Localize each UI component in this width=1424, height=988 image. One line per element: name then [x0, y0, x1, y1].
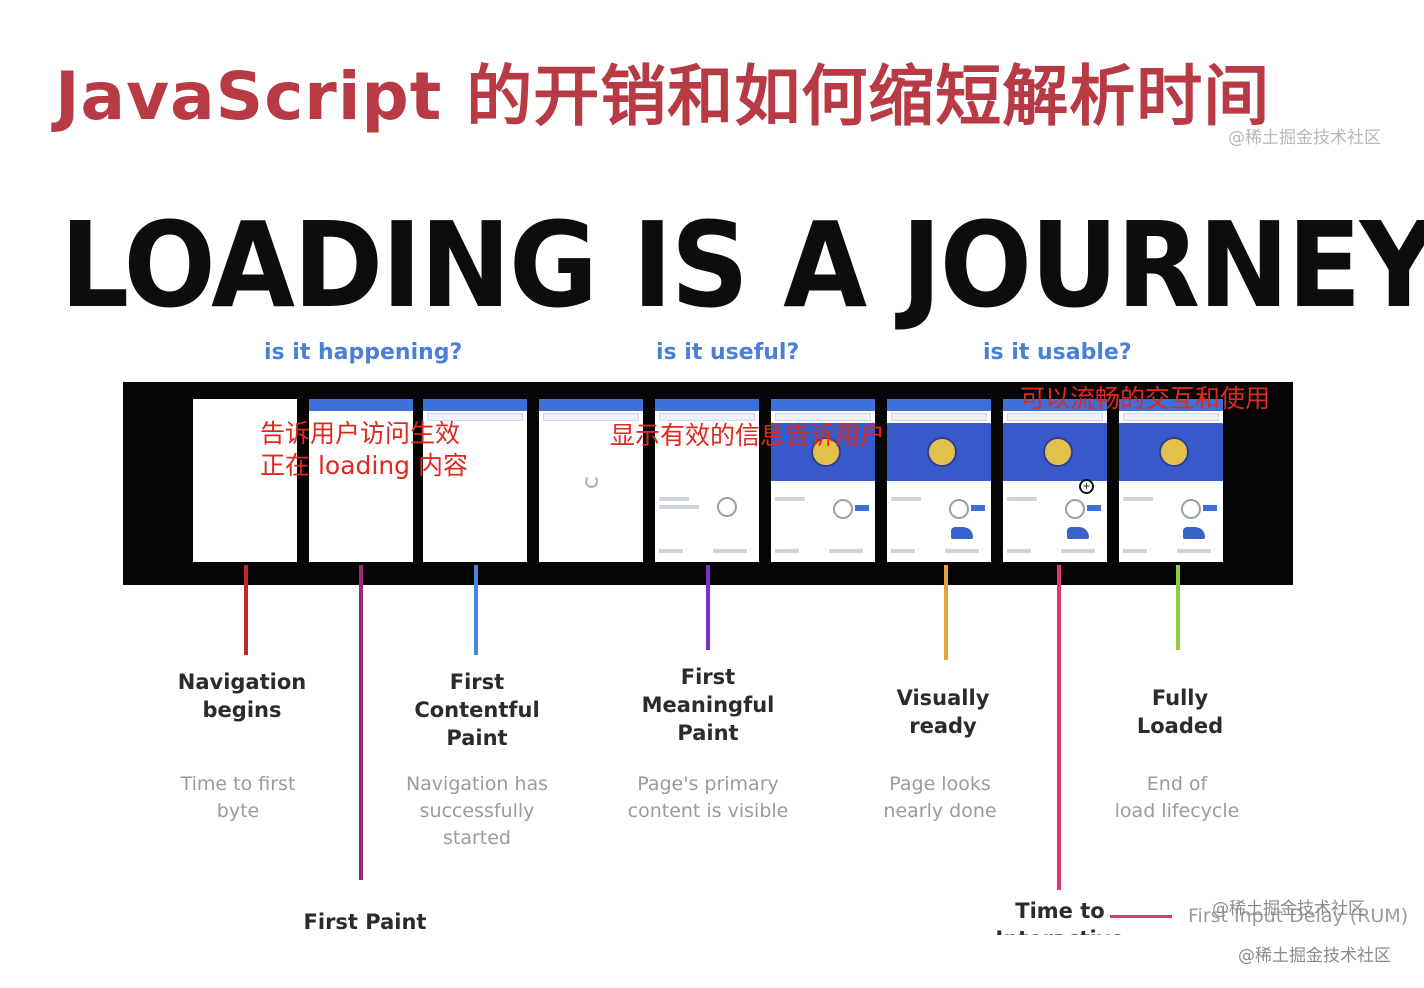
shoe-icon [951, 527, 973, 539]
tick-time-to-interactive [1057, 565, 1061, 890]
content-row [1123, 497, 1153, 501]
milestone-title-navigation-begins: Navigation begins [177, 670, 307, 722]
tick-first-meaningful-paint [706, 565, 710, 650]
frame-button [1203, 505, 1217, 511]
award-badge-icon [1159, 437, 1189, 467]
watermark-top: @稀土掘金技术社区 [1228, 128, 1381, 148]
frame-searchbar [1123, 413, 1219, 421]
frame-searchbar [427, 413, 523, 421]
content-row [891, 549, 915, 553]
award-badge-icon [927, 437, 957, 467]
milestone-title-first-paint: First Paint [303, 910, 427, 934]
frame-searchbar [891, 413, 987, 421]
milestone-title-fmp: First Meaningful Paint [641, 665, 775, 745]
shoe-icon [1067, 527, 1089, 539]
content-row [1007, 549, 1031, 553]
question-usable: is it usable? [983, 340, 1132, 365]
alarm-clock-icon [1065, 499, 1085, 519]
tick-visually-ready [944, 565, 948, 660]
tick-first-contentful-paint [474, 565, 478, 655]
watermark-mid: @稀土掘金技术社区 [1212, 899, 1365, 919]
frame-9 [1119, 399, 1223, 562]
tick-fully-loaded [1176, 565, 1180, 650]
frame-7 [887, 399, 991, 562]
frame-button [855, 505, 869, 511]
frame-4 [539, 399, 643, 562]
alarm-clock-icon [833, 499, 853, 519]
frame-appbar [1119, 399, 1223, 411]
content-row [891, 497, 921, 501]
award-badge-icon [811, 437, 841, 467]
alarm-clock-icon [949, 499, 969, 519]
frame-searchbar [775, 413, 871, 421]
tti-connector-line [1110, 915, 1172, 918]
frame-appbar [1003, 399, 1107, 411]
slide-title: JavaScript 的开销和如何缩短解析时间 [55, 58, 1271, 135]
content-row [775, 497, 805, 501]
shoe-icon [1183, 527, 1205, 539]
frame-appbar [771, 399, 875, 411]
frame-button [1087, 505, 1101, 511]
frame-appbar [423, 399, 527, 411]
milestone-desc-navigation-begins: Time to first byte [180, 773, 296, 822]
milestone-title-visually-ready: Visually ready [896, 686, 990, 738]
frame-1 [193, 399, 297, 562]
content-row [659, 505, 699, 509]
annotation-note: 显示有效的信息告诉用户 [610, 421, 886, 450]
content-row [945, 549, 979, 553]
zoom-in-icon: + [1079, 479, 1094, 494]
tick-navigation-begins [244, 565, 248, 655]
headline: LOADING IS A JOURNEY [60, 196, 1424, 334]
content-row [829, 549, 863, 553]
milestone-title-fcp: First Contentful Paint [414, 670, 540, 750]
frame-2 [309, 399, 413, 562]
content-row [659, 497, 689, 501]
annotation-note: 告诉用户访问生效 [260, 419, 461, 448]
frame-searchbar [543, 413, 639, 421]
tick-first-paint [359, 565, 363, 880]
content-row [1123, 549, 1147, 553]
content-row [1007, 497, 1037, 501]
alarm-clock-icon [717, 497, 737, 517]
milestone-desc-visually-ready: Page looks nearly done [883, 773, 997, 822]
annotation-note: 可以流畅的交互和使用 [1020, 384, 1271, 413]
frame-8: + [1003, 399, 1107, 562]
milestone-title-tti: Time to Interactive [995, 899, 1124, 935]
content-row [775, 549, 799, 553]
frame-button [971, 505, 985, 511]
content-row [1061, 549, 1095, 553]
content-row [659, 549, 683, 553]
milestone-desc-fmp: Page's primary content is visible [627, 773, 789, 822]
content-row [1177, 549, 1211, 553]
frame-searchbar [659, 413, 755, 421]
frame-appbar [309, 399, 413, 411]
frame-searchbar [1007, 413, 1103, 421]
frame-6 [771, 399, 875, 562]
frame-3 [423, 399, 527, 562]
alarm-clock-icon [1181, 499, 1201, 519]
milestone-desc-fully-loaded: End of load lifecycle [1114, 773, 1240, 822]
frame-appbar [887, 399, 991, 411]
award-badge-icon [1043, 437, 1073, 467]
watermark-bottom: @稀土掘金技术社区 [1238, 946, 1391, 966]
content-row [713, 549, 747, 553]
annotation-note: 正在 loading 内容 [260, 451, 468, 480]
frame-appbar [539, 399, 643, 411]
milestone-desc-fcp: Navigation has successfully started [405, 773, 549, 849]
filmstrip: + [123, 382, 1293, 585]
frame-appbar [655, 399, 759, 411]
frame-5 [655, 399, 759, 562]
question-useful: is it useful? [656, 340, 800, 365]
fid-label: First Input Delay (RUM) [1188, 905, 1409, 927]
question-happening: is it happening? [264, 340, 463, 365]
milestone-title-fully-loaded: Fully Loaded [1136, 686, 1224, 738]
loading-spinner-icon [585, 475, 598, 488]
